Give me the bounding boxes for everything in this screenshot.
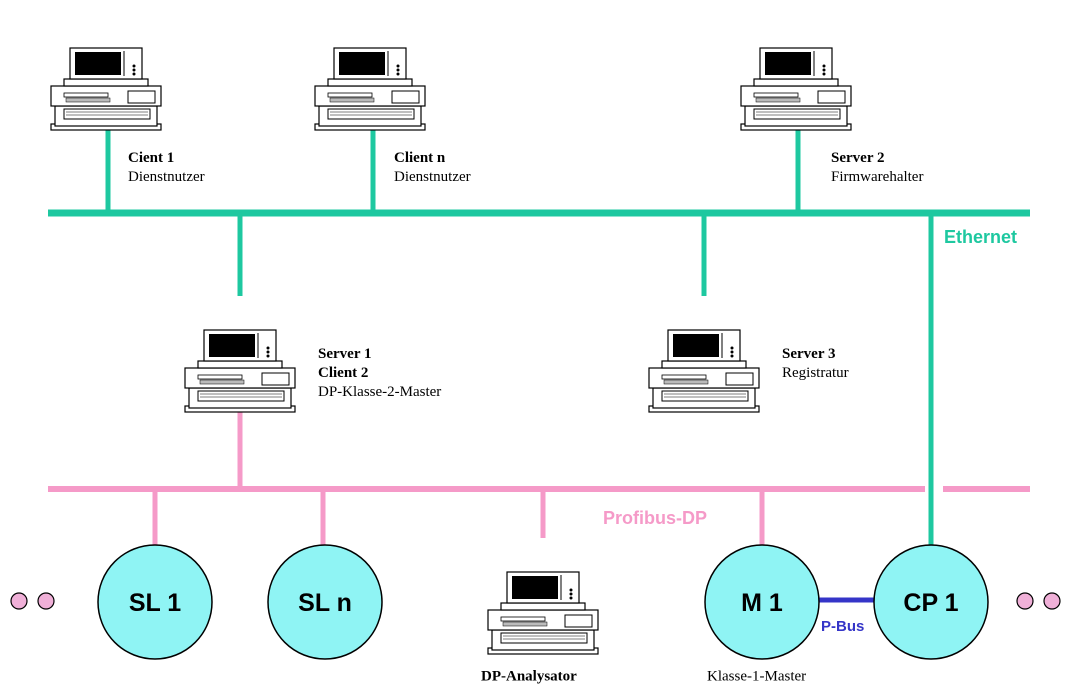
client-1-label: Cient 1 Dienstnutzer [128,149,205,187]
dp-analyzer-label: DP-Analysator [481,668,577,685]
node-sl-n-label: SL n [298,589,352,617]
server-2-label: Server 2 Firmwarehalter [831,149,923,187]
node-cp-1-label: CP 1 [903,589,958,617]
profibus-bus [48,412,1030,548]
client-2-name: Client 2 [318,365,369,381]
server-1-label: Server 1 Client 2 DP-Klasse-2-Master [318,345,441,402]
node-m-1-label: M 1 [741,589,783,617]
dp-analyzer-computer-icon [487,571,599,655]
node-sl-n: SL n [267,544,383,660]
server-1-name: Server 1 [318,346,372,362]
profibus-label: Profibus-DP [603,508,708,528]
client-n-label: Client n Dienstnutzer [394,149,471,187]
client-n-computer-icon [314,47,426,131]
node-m-1: M 1 [704,544,820,660]
node-sl-1-label: SL 1 [129,589,181,617]
client-n-role: Dienstnutzer [394,169,471,185]
client-1-computer-icon [50,47,162,131]
p-bus-label: P-Bus [821,618,865,635]
left-ellipsis-dots-icon [10,592,55,610]
m-1-role-label: Klasse-1-Master [707,668,807,685]
node-cp-1: CP 1 [873,544,989,660]
client-1-name: Cient 1 [128,150,175,166]
server-3-role: Registratur [782,365,849,381]
right-ellipsis-dots-icon [1016,592,1061,610]
server-3-name: Server 3 [782,346,836,362]
server-1-computer-icon [184,329,296,413]
server-3-label: Server 3 Registratur [782,345,849,383]
server-2-name: Server 2 [831,150,885,166]
ethernet-label: Ethernet [944,227,1018,247]
client-1-role: Dienstnutzer [128,169,205,185]
node-sl-1: SL 1 [97,544,213,660]
server-1-role: DP-Klasse-2-Master [318,384,442,400]
ethernet-bus [48,130,1030,546]
server-2-computer-icon [740,47,852,131]
server-2-role: Firmwarehalter [831,169,924,185]
server-3-computer-icon [648,329,760,413]
client-n-name: Client n [394,150,446,166]
